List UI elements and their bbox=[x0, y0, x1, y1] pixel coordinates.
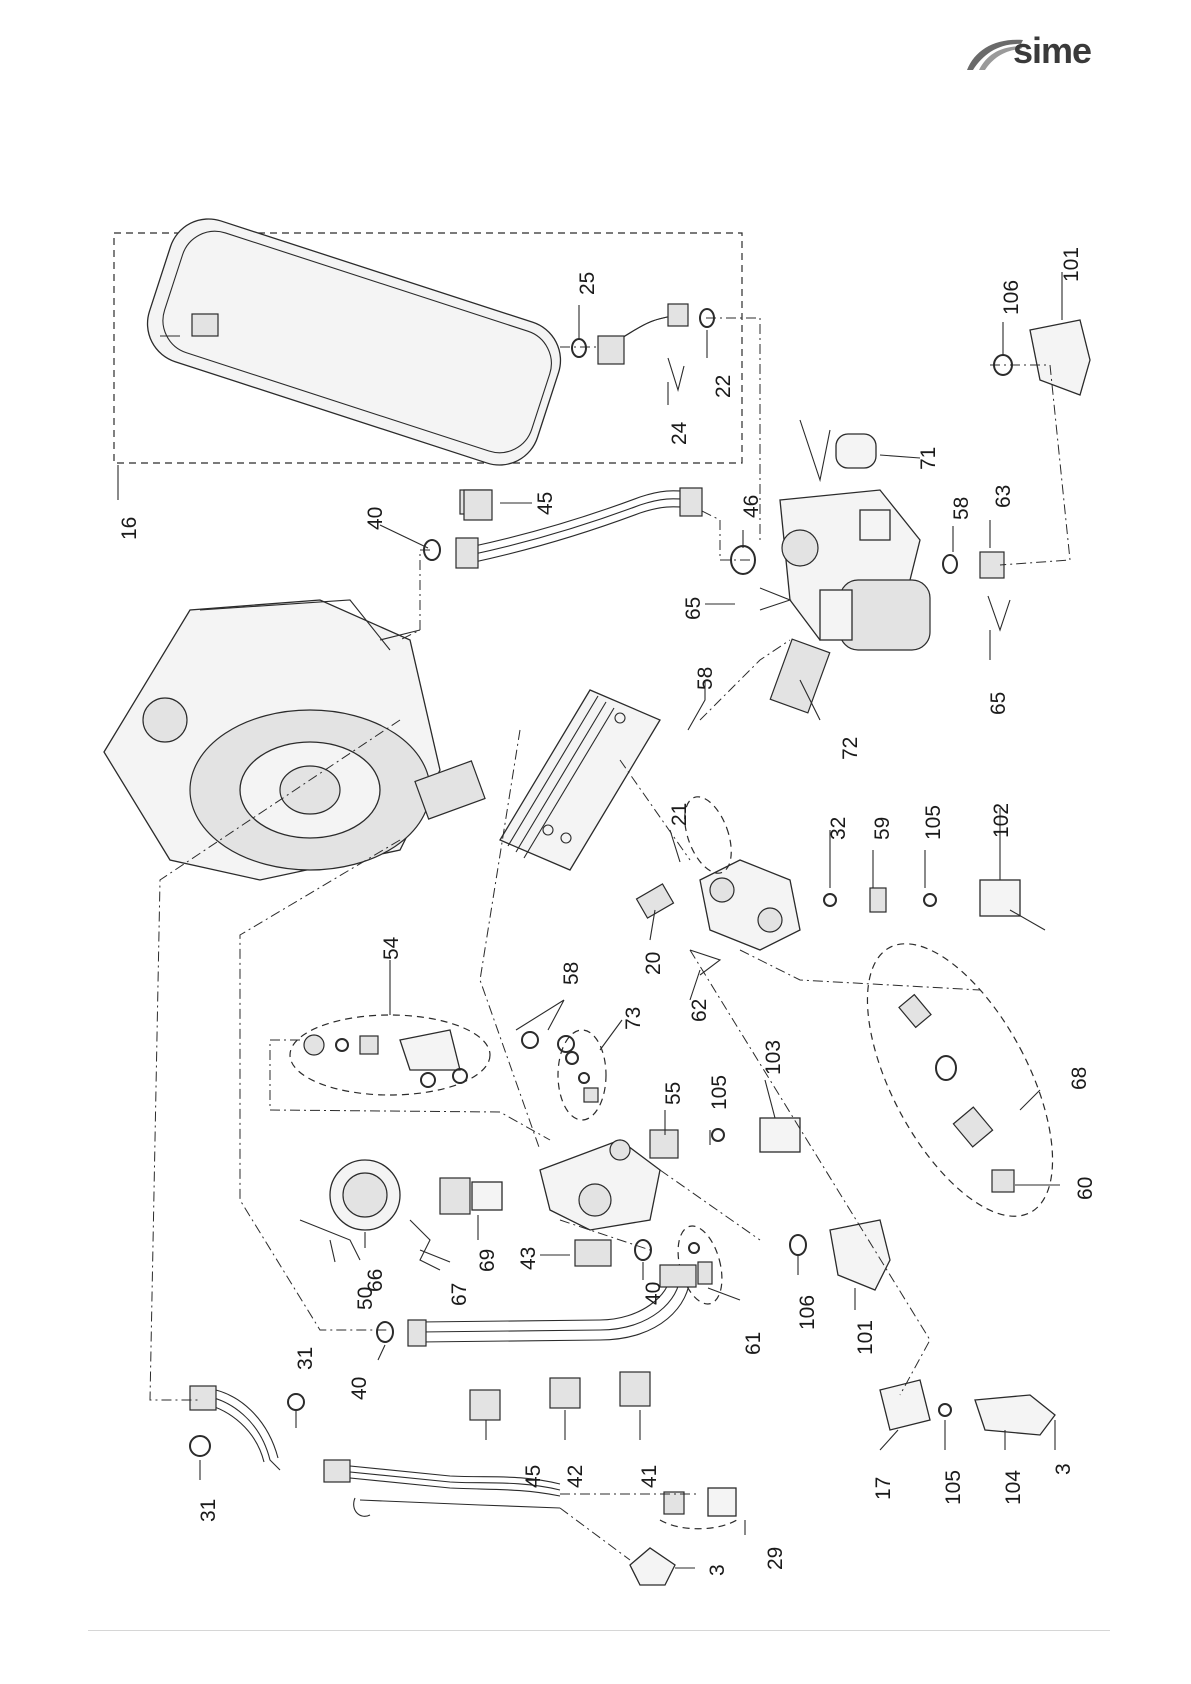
part-label: 42 bbox=[564, 1465, 587, 1488]
part-label: 105 bbox=[942, 1470, 965, 1505]
filter-assembly bbox=[300, 1160, 502, 1270]
part-label: 40 bbox=[642, 1282, 665, 1305]
valve-101-lower bbox=[790, 1220, 890, 1290]
pump-assembly bbox=[770, 490, 930, 713]
part-label: 65 bbox=[987, 692, 1010, 715]
part-label: 106 bbox=[1000, 280, 1023, 315]
part-label: 61 bbox=[742, 1332, 765, 1355]
part-label: 54 bbox=[380, 936, 403, 960]
part-label: 73 bbox=[622, 1007, 645, 1030]
part-label: 31 bbox=[197, 1499, 220, 1522]
part-label: 55 bbox=[662, 1082, 685, 1105]
group-29-parts bbox=[660, 1488, 740, 1529]
part-label: 101 bbox=[854, 1320, 877, 1355]
part-label: 58 bbox=[694, 667, 717, 690]
part-label: 45 bbox=[522, 1465, 545, 1488]
part-label: 69 bbox=[476, 1249, 499, 1272]
part-label: 105 bbox=[922, 805, 945, 840]
part-label: 43 bbox=[517, 1247, 540, 1270]
part-label: 72 bbox=[839, 737, 862, 760]
clips-45-42-41 bbox=[470, 1372, 650, 1420]
vessel-hose bbox=[572, 304, 714, 390]
part-label: 16 bbox=[118, 517, 141, 540]
part-label: 105 bbox=[708, 1075, 731, 1110]
part-label: 3 bbox=[706, 1564, 729, 1576]
part-label: 62 bbox=[688, 999, 711, 1022]
plate-heat-exchanger bbox=[500, 690, 660, 870]
part-label: 25 bbox=[576, 272, 599, 295]
connection-lines bbox=[150, 318, 1070, 1560]
part-label: 58 bbox=[560, 962, 583, 985]
part-label: 3 bbox=[1052, 1463, 1075, 1475]
part-label: 71 bbox=[917, 447, 940, 470]
part-label: 59 bbox=[871, 817, 894, 840]
clips-lower bbox=[575, 1240, 651, 1266]
part-label: 104 bbox=[1002, 1470, 1025, 1505]
primary-heat-exchanger bbox=[104, 600, 485, 880]
part-label: 65 bbox=[682, 597, 705, 620]
part-label: 46 bbox=[740, 495, 763, 518]
air-vent bbox=[800, 420, 876, 480]
part-label: 40 bbox=[348, 1377, 371, 1400]
part-label: 20 bbox=[642, 952, 665, 975]
part-label: 58 bbox=[950, 497, 973, 520]
group-68-boundary bbox=[830, 916, 1091, 1245]
part-label: 45 bbox=[534, 492, 557, 515]
footer-divider bbox=[88, 1630, 1110, 1631]
part-label: 67 bbox=[448, 1283, 471, 1306]
part-label: 103 bbox=[762, 1040, 785, 1075]
part-label: 17 bbox=[872, 1477, 895, 1500]
siphon-cap bbox=[630, 1548, 675, 1585]
part-label: 101 bbox=[1060, 247, 1083, 282]
expansion-vessel bbox=[137, 209, 571, 476]
diverter-valve-upper bbox=[637, 860, 1045, 975]
group-73-parts bbox=[566, 1052, 598, 1102]
gas-valve-fitting bbox=[880, 1380, 1055, 1435]
part-label: 102 bbox=[990, 803, 1013, 838]
part-label: 41 bbox=[638, 1465, 661, 1488]
part-label: 31 bbox=[294, 1347, 317, 1370]
part-label: 29 bbox=[764, 1547, 787, 1570]
group-54-parts bbox=[304, 1030, 467, 1087]
part-label: 63 bbox=[992, 485, 1015, 508]
part-label: 32 bbox=[827, 817, 850, 840]
group-68-parts bbox=[899, 995, 1014, 1192]
part-label: 22 bbox=[712, 375, 735, 398]
valve-101-top bbox=[994, 320, 1090, 395]
hydraulic-block-lower bbox=[522, 1032, 800, 1230]
clip-45-top bbox=[464, 490, 492, 520]
part-label: 106 bbox=[796, 1295, 819, 1330]
part-label: 60 bbox=[1074, 1177, 1097, 1200]
part-label: 21 bbox=[668, 803, 691, 826]
part-label: 68 bbox=[1068, 1067, 1091, 1090]
part-labels: 16 25 22 24 101 106 71 63 58 46 45 40 65… bbox=[118, 247, 1097, 1576]
part-label: 24 bbox=[668, 421, 691, 445]
condensate-hoses bbox=[190, 1386, 560, 1516]
part-label: 40 bbox=[364, 507, 387, 530]
part-label: 50 bbox=[354, 1287, 377, 1310]
group-73-boundary bbox=[558, 1030, 606, 1120]
